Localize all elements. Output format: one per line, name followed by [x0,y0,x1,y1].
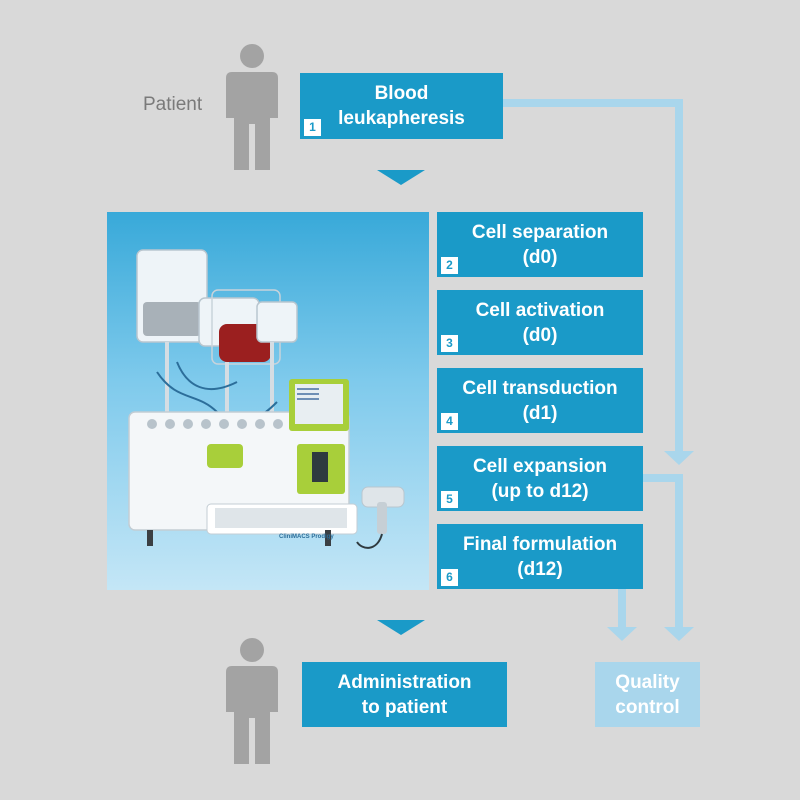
step-6-line2: (d12) [517,558,563,580]
step-3-cell-activation: Cell activation (d0) 3 [437,290,643,355]
step-3-number: 3 [441,335,458,352]
step-4-number: 4 [441,413,458,430]
device-photo: CliniMACS Prodigy [107,212,429,590]
step-6-number: 6 [441,569,458,586]
patient-person-icon [226,44,278,170]
step-2-line1: Cell separation [471,221,609,243]
quality-control-box: Quality control [595,662,700,727]
down-arrow-top [377,170,425,185]
quality-control-line1: Quality [615,671,680,693]
administration-box: Administration to patient [302,662,507,727]
step-1-blood-leukapheresis: Blood leukapheresis 1 [300,73,503,139]
quality-control-line2: control [615,696,680,718]
step-5-line2: (up to d12) [491,480,589,502]
recipient-person-icon [226,638,278,764]
step-1-line2: leukapheresis [338,108,465,129]
step-4-cell-transduction: Cell transduction (d1) 4 [437,368,643,433]
step-3-line2: (d0) [522,324,558,346]
administration-line2: to patient [361,696,448,718]
cell-processing-device-image [128,249,405,549]
step-6-line1: Final formulation [462,533,618,555]
step-2-number: 2 [441,257,458,274]
step-1-line1: Blood [374,83,429,104]
administration-line1: Administration [337,671,472,693]
step-2-line2: (d0) [522,246,558,268]
step-5-line1: Cell expansion [472,455,608,477]
down-arrow-bottom [377,620,425,635]
step-2-cell-separation: Cell separation (d0) 2 [437,212,643,277]
patient-label: Patient [143,94,203,115]
step-3-line1: Cell activation [475,299,605,321]
step-4-line2: (d1) [522,402,558,424]
step-5-number: 5 [441,491,458,508]
step-4-line1: Cell transduction [462,377,618,399]
step-5-cell-expansion: Cell expansion (up to d12) 5 [437,446,643,511]
step-6-final-formulation: Final formulation (d12) 6 [437,524,643,589]
step-1-number: 1 [304,119,321,136]
device-brand-label: CliniMACS Prodigy [279,534,334,540]
